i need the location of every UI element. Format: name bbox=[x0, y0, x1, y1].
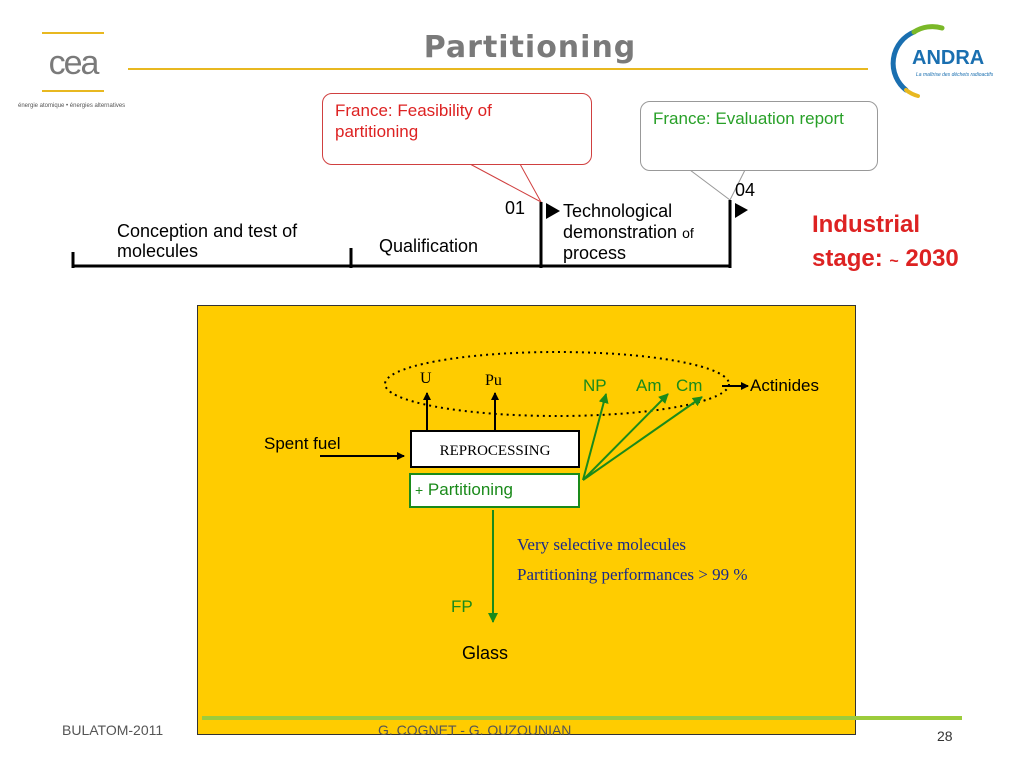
stage-tech-demonstration: demonstration bbox=[563, 222, 678, 242]
industrial-line1: Industrial bbox=[812, 211, 921, 238]
stage-tech-of: of bbox=[682, 225, 694, 241]
andra-logo-text: ANDRA bbox=[912, 47, 984, 69]
footer-page-number: 28 bbox=[937, 728, 953, 744]
label-pu: Pu bbox=[485, 372, 502, 389]
label-glass: Glass bbox=[462, 643, 509, 663]
label-np: NP bbox=[583, 376, 607, 395]
andra-tagline: La maîtrise des déchets radioactifs bbox=[916, 72, 994, 78]
footer-authors: G. COGNET - G. OUZOUNIAN bbox=[378, 722, 572, 738]
label-u: U bbox=[420, 370, 432, 387]
cm-arrow bbox=[582, 396, 703, 481]
label-fp: FP bbox=[451, 597, 473, 616]
year-01: 01 bbox=[505, 198, 526, 218]
callout-evaluation: France: Evaluation report bbox=[640, 101, 878, 171]
label-am: Am bbox=[636, 376, 662, 395]
title-underline bbox=[128, 68, 868, 70]
partitioning-plus: + bbox=[415, 482, 424, 498]
am-arrow bbox=[582, 393, 669, 481]
andra-logo: ANDRA La maîtrise des déchets radioactif… bbox=[884, 24, 1008, 100]
label-cm: Cm bbox=[676, 376, 703, 395]
footer-event: BULATOM-2011 bbox=[62, 722, 164, 738]
cea-logo-text: cea bbox=[49, 44, 100, 82]
stage-tech-line3: process bbox=[563, 243, 627, 263]
note-performance: Partitioning performances > 99 % bbox=[517, 565, 748, 584]
stage-qualification: Qualification bbox=[379, 236, 479, 256]
label-spent-fuel: Spent fuel bbox=[264, 434, 341, 453]
reprocessing-box: REPROCESSING bbox=[410, 430, 580, 468]
partitioning-label: Partitioning bbox=[427, 480, 513, 499]
cea-logo: cea bbox=[38, 30, 108, 94]
stage-tech-line1: Technological bbox=[563, 201, 673, 221]
partitioning-box: + Partitioning bbox=[409, 473, 580, 508]
industrial-line2: stage: ~ 2030 bbox=[812, 245, 959, 272]
cea-tagline: énergie atomique • énergies alternatives bbox=[18, 103, 126, 109]
page-title: Partitioning bbox=[423, 30, 637, 65]
stage-conception: Conception and test of molecules bbox=[117, 221, 298, 261]
callout-feasibility: France: Feasibility of partitioning bbox=[322, 93, 592, 165]
partitioning-diagram-panel bbox=[197, 305, 856, 735]
marker-01-arrow bbox=[546, 203, 560, 219]
footer-divider bbox=[202, 716, 962, 720]
industrial-stage: Industrial stage: ~ 2030 bbox=[812, 208, 959, 279]
marker-04-arrow bbox=[735, 203, 748, 218]
year-04: 04 bbox=[735, 180, 756, 200]
actinides-ellipse bbox=[384, 351, 730, 417]
np-arrow bbox=[582, 393, 609, 481]
label-actinides: Actinides bbox=[750, 376, 819, 395]
note-selective-molecules: Very selective molecules bbox=[517, 535, 686, 554]
stage-tech-line2: demonstration of bbox=[563, 222, 694, 243]
